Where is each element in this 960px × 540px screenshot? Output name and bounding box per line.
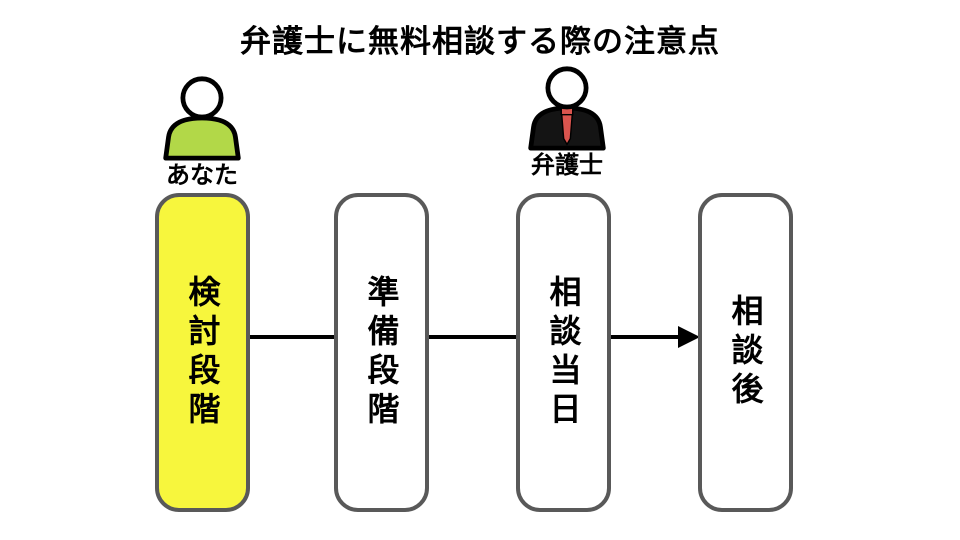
actor-lawyer: 弁護士 bbox=[517, 64, 617, 178]
actor-you: あなた bbox=[152, 74, 252, 188]
stage-label: 相談当日 bbox=[544, 274, 583, 431]
person-icon bbox=[163, 76, 241, 161]
stage-label: 検討段階 bbox=[183, 274, 222, 431]
tie-icon bbox=[560, 113, 574, 146]
arrowhead-icon bbox=[678, 326, 700, 348]
actor-lawyer-label: 弁護士 bbox=[531, 151, 603, 179]
stage-box-consultation-day: 相談当日 bbox=[516, 193, 611, 512]
connector-line-3 bbox=[611, 335, 679, 339]
actor-you-label: あなた bbox=[166, 161, 238, 189]
stage-box-after-consultation: 相談後 bbox=[698, 193, 793, 512]
lawyer-icon bbox=[528, 66, 606, 151]
stage-box-preparation: 準備段階 bbox=[334, 193, 429, 512]
page-title: 弁護士に無料相談する際の注意点 bbox=[240, 24, 720, 60]
stage-label: 準備段階 bbox=[362, 274, 401, 431]
stage-label: 相談後 bbox=[726, 294, 765, 411]
connector-line-1 bbox=[250, 335, 334, 339]
connector-line-2 bbox=[429, 335, 516, 339]
stage-box-consideration: 検討段階 bbox=[155, 193, 250, 512]
